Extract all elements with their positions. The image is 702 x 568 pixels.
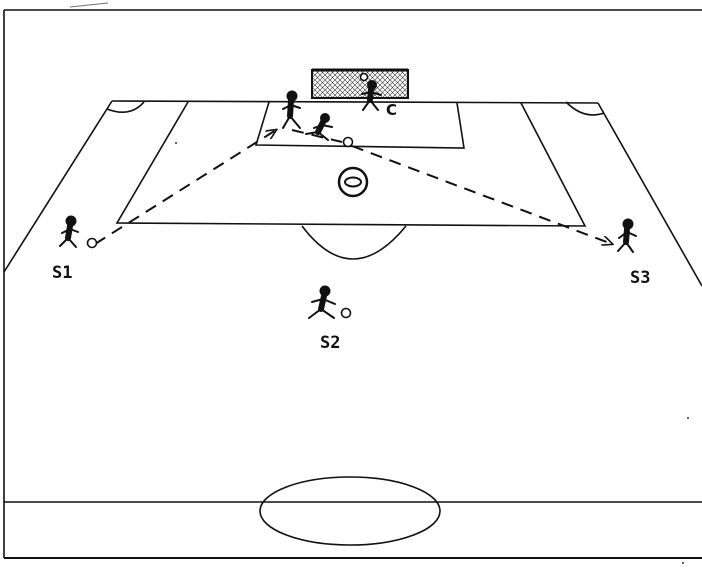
goal-line [112,101,598,103]
center-circle [260,477,440,545]
penalty-arc [302,226,406,259]
right-touchline [598,103,702,286]
soccer-player-icon [309,287,335,319]
label-s1: S1 [52,263,72,283]
goal-area [256,102,464,148]
ball-icon [361,74,368,81]
penalty-area [117,102,585,226]
pass-s1-to-box [95,130,276,244]
soccer-player-icon [283,92,300,129]
goal-net-icon [312,70,408,98]
left-corner-arc [107,102,144,112]
soccer-player-icon [618,220,636,253]
ball-icon [342,309,351,318]
label-c: C [386,101,397,119]
label-s2: S2 [320,333,340,353]
cone-icon [339,168,367,196]
pass-box-to-s3 [352,146,612,244]
label-s3: S3 [630,268,650,288]
scan-specks [175,142,689,564]
soccer-player-icon [60,217,78,248]
ball-icon [344,138,353,147]
ball-icon [88,239,97,248]
